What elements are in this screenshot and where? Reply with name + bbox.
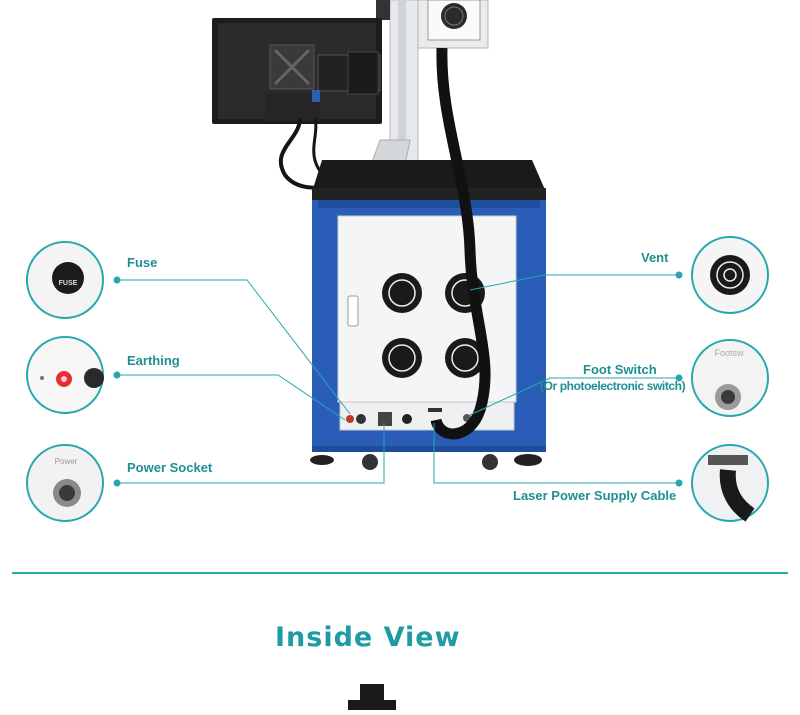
monitor bbox=[212, 18, 382, 124]
vent-inset bbox=[691, 236, 769, 314]
foot-switch-note: (Or photoelectronic switch) bbox=[540, 379, 686, 393]
callout-lines bbox=[117, 274, 679, 484]
section-title: Inside View bbox=[275, 622, 461, 653]
section-divider bbox=[12, 572, 788, 574]
laser-head bbox=[417, 0, 489, 49]
power-socket-label: Power Socket bbox=[127, 460, 213, 475]
laser-cable-inset bbox=[691, 444, 769, 522]
fuse-label: Fuse bbox=[127, 255, 158, 270]
earthing-inset bbox=[26, 336, 104, 414]
footswitch-panel-text: Footsw bbox=[714, 348, 744, 358]
fuse-inset: FUSE bbox=[26, 241, 104, 319]
footswitch-inset: Footsw bbox=[691, 339, 769, 417]
laser-cable-label: Laser Power Supply Cable bbox=[513, 488, 677, 503]
power-socket-inset: Power bbox=[26, 444, 104, 522]
fuse-cap-text: FUSE bbox=[59, 280, 78, 287]
inside-view-preview bbox=[348, 684, 396, 710]
cabinet-fans bbox=[382, 273, 485, 378]
foot-switch-label: Foot Switch bbox=[583, 362, 657, 377]
callout-dots bbox=[113, 271, 683, 487]
cabinet bbox=[310, 160, 546, 470]
power-panel-text: Power bbox=[55, 457, 78, 466]
earthing-label: Earthing bbox=[127, 353, 180, 368]
vent-label: Vent bbox=[641, 250, 669, 265]
chevron-down-icon: ▾ bbox=[449, 635, 456, 649]
